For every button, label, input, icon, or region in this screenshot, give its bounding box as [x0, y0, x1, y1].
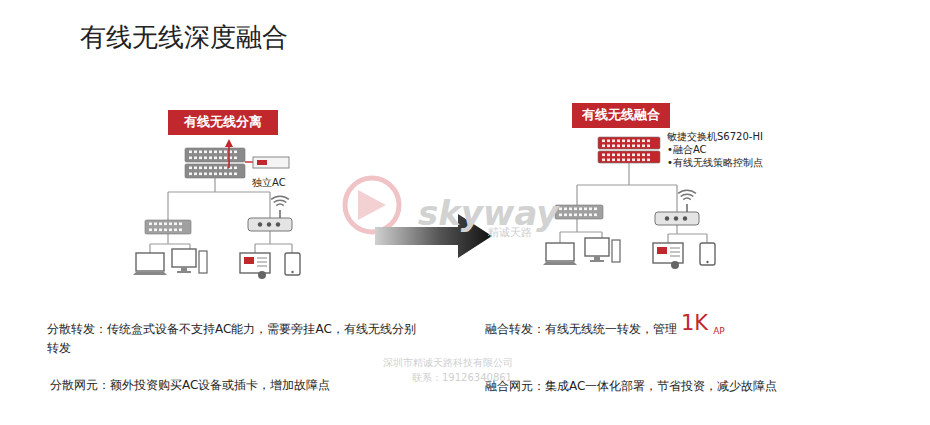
network-wire [706, 234, 707, 243]
desktop-icon [172, 249, 207, 273]
red-arrow [228, 146, 230, 168]
capacity-unit: AP [713, 324, 725, 338]
watermark-text: 深圳市精诚天路科技有限公司 [383, 355, 513, 371]
terminal-icon [653, 243, 683, 269]
network-wire [214, 178, 215, 192]
ac-controller [253, 157, 289, 168]
network-wire [676, 225, 677, 234]
node-text: 独立AC [252, 176, 292, 189]
network-wire [255, 243, 292, 244]
access-switch [145, 220, 191, 234]
network-wire [291, 244, 292, 253]
node-text: •融合AC [667, 143, 797, 156]
converged-switch [598, 137, 660, 149]
network-wire [189, 244, 190, 249]
network-wire [559, 232, 560, 243]
capacity-number: 1K [681, 311, 708, 336]
mode-band: 有线无线分离 [168, 110, 278, 135]
watermark-logo [345, 178, 399, 232]
network-wire [668, 233, 707, 234]
terminal-icon [240, 253, 270, 279]
converged-switch [598, 151, 660, 163]
description-text: 分散转发：传统盒式设备不支持AC能力，需要旁挂AC，有线无线分别转发 [47, 320, 419, 358]
network-wire [601, 232, 602, 238]
network-wire [676, 185, 677, 212]
network-wire [168, 191, 270, 192]
network-wire [667, 234, 668, 243]
network-wire [576, 219, 577, 232]
desktop-icon [585, 238, 620, 262]
network-wire [576, 185, 577, 205]
network-wire [167, 192, 168, 220]
node-text: 敏捷交换机S6720-HI [667, 130, 797, 143]
red-arrow-head [225, 139, 233, 147]
access-point [655, 189, 699, 225]
node-text: 有线无线分离 [168, 114, 278, 131]
network-wire [577, 184, 677, 185]
network-wire [150, 243, 190, 244]
access-switch [555, 205, 603, 219]
core-switch [185, 148, 245, 162]
laptop-icon [133, 253, 167, 275]
tablet-icon [700, 243, 715, 265]
ac-label: 独立AC [252, 176, 292, 190]
network-wire [167, 234, 168, 244]
node-text: •有线无线策略控制点 [667, 156, 797, 169]
switch-callout: 敏捷交换机S6720-HI•融合AC•有线无线策略控制点 [667, 130, 797, 170]
network-wire [149, 244, 150, 253]
watermark-text: 联系：19126340861 [412, 370, 512, 386]
network-wire [254, 244, 255, 253]
laptop-icon [543, 243, 577, 265]
description-text: 融合网元：集成AC一体化部署，节省投资，减少故障点 [485, 377, 777, 396]
network-wire [269, 231, 270, 244]
core-switch [185, 164, 245, 178]
network-wire [269, 192, 270, 218]
description-text: 分散网元：额外投资购买AC设备或插卡，增加故障点 [50, 376, 330, 395]
network-wire [245, 161, 253, 162]
access-point [248, 195, 292, 231]
watermark-text: 精诚天路 [488, 224, 532, 242]
network-wire [560, 231, 602, 232]
title: 有线无线深度融合 [80, 20, 288, 55]
network-wire [628, 163, 629, 185]
node-text: 有线无线融合 [572, 107, 670, 124]
tablet-icon [285, 253, 300, 275]
description-text: 融合转发：有线无线统一转发，管理 [485, 320, 677, 339]
mode-band: 有线无线融合 [572, 103, 670, 128]
